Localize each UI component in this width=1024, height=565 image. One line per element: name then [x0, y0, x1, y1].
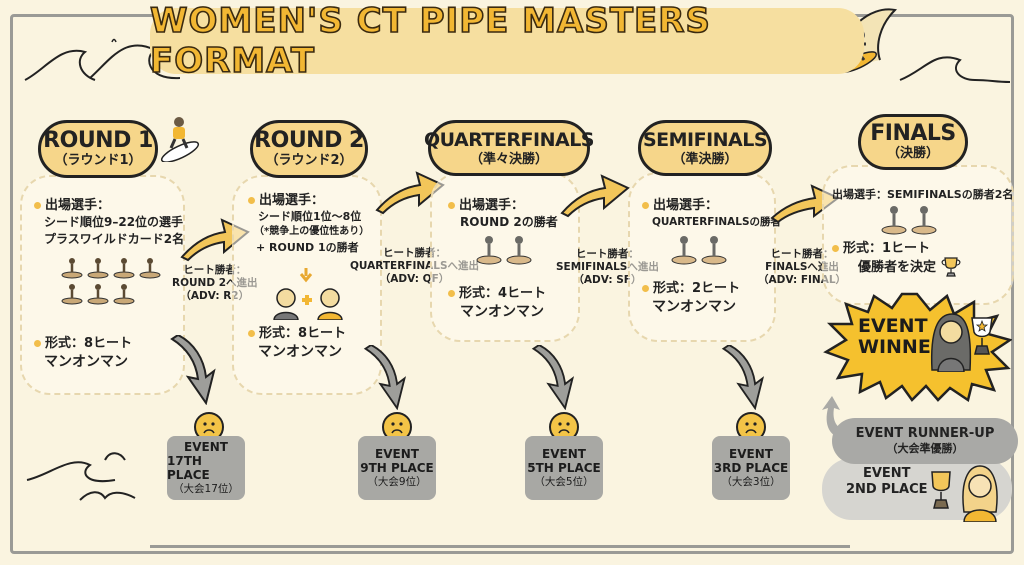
- surfer-icon: [160, 117, 200, 162]
- seeded-plus-winner-icon: [273, 268, 343, 320]
- quarterfinals-title: QUARTERFINALS: [424, 129, 595, 151]
- round-1-format-detail: マンオンマン: [44, 354, 128, 370]
- semifinals-format-detail: マンオンマン: [652, 299, 736, 315]
- round-1-participants-line: プラスワイルドカード2名: [44, 232, 185, 246]
- quarterfinals-panel: [430, 172, 580, 342]
- two-surfers-icon: [671, 236, 727, 265]
- winner-with-trophy-icon: [930, 313, 993, 372]
- bullet-dot: [642, 202, 649, 209]
- semifinals-title: SEMIFINALS: [642, 129, 768, 151]
- event-runner-up-banner: EVENT RUNNER-UP （大会準優勝）: [832, 418, 1018, 464]
- quarterfinals-format-label: 形式：4ヒート: [448, 285, 546, 302]
- eliminated-arrow-icon: [170, 335, 216, 405]
- two-surfers-icon: [881, 206, 937, 235]
- round-2-participants-line: シード順位1位～8位: [258, 210, 362, 223]
- quarterfinals-participants-label: 出場選手：: [448, 197, 524, 214]
- semifinals-format-label: 形式：2ヒート: [642, 280, 740, 297]
- round-2-format-label: 形式：8ヒート: [248, 325, 346, 342]
- round-1-panel: [20, 175, 185, 395]
- runner-up-title: EVENT RUNNER-UP: [855, 426, 995, 441]
- page-title: WOMEN'S CT PIPE MASTERS FORMAT: [149, 0, 711, 82]
- semifinals-participants-line: QUARTERFINALSの勝者: [652, 216, 782, 228]
- semifinals-subtitle: （準決勝）: [672, 152, 738, 167]
- round-1-participants-line: シード順位9–22位の選手: [44, 215, 184, 229]
- round-2-header: ROUND 2 （ラウンド2）: [250, 120, 368, 178]
- round-2-subtitle: （ラウンド2）: [265, 153, 353, 168]
- finals-format-label: 形式：1ヒート: [832, 240, 930, 257]
- finals-header: FINALS （決勝）: [858, 114, 968, 170]
- bullet-dot: [248, 330, 255, 337]
- eliminated-arrow-icon: [363, 345, 407, 410]
- runner-up-subtitle: （大会準優勝）: [886, 442, 964, 455]
- bullet-dot: [34, 202, 41, 209]
- bullet-dot: [832, 245, 839, 252]
- quarterfinals-participants-line: ROUND 2の勝者: [460, 215, 558, 229]
- trophy-icon: [941, 257, 961, 277]
- finals-title: FINALS: [870, 121, 956, 146]
- finals-subtitle: （決勝）: [886, 146, 939, 161]
- round-2-participants-line: （*競争上の優位性あり）: [254, 226, 370, 237]
- finals-panel: [822, 165, 1014, 305]
- semifinals-participants-label: 出場選手：: [642, 197, 718, 214]
- round-1-subtitle: （ラウンド1）: [54, 153, 142, 168]
- wave-top-right-icon: [899, 56, 1011, 83]
- eliminated-arrow-icon: [531, 345, 575, 410]
- two-surfers-icon: [476, 236, 532, 265]
- runner-up-curved-arrow-icon: [822, 396, 850, 440]
- advance-arrow-icon: [560, 174, 630, 218]
- round-1-title: ROUND 1: [43, 128, 153, 153]
- wave-bottom-left-icon: [26, 452, 136, 501]
- semifinals-header: SEMIFINALS （準決勝）: [638, 120, 772, 176]
- round-2-participants-line: + ROUND 1の勝者: [256, 241, 359, 254]
- quarterfinals-format-detail: マンオンマン: [460, 304, 544, 320]
- bottom-divider: [150, 545, 850, 548]
- round-2-title: ROUND 2: [254, 128, 364, 153]
- quarterfinals-subtitle: （準々決勝）: [469, 152, 548, 167]
- bullet-dot: [448, 290, 455, 297]
- bullet-dot: [34, 340, 41, 347]
- round-2-participants-label: 出場選手：: [248, 192, 324, 209]
- finals-format-detail: 優勝者を決定: [858, 260, 937, 275]
- surfer-group-icon: [61, 258, 161, 305]
- semifinals-panel: [628, 172, 776, 342]
- quarterfinals-header: QUARTERFINALS （準々決勝）: [424, 120, 595, 176]
- bullet-dot: [248, 197, 255, 204]
- round-2-format-detail: マンオンマン: [258, 344, 342, 360]
- bullet-dot: [642, 285, 649, 292]
- round-1-participants-label: 出場選手：: [34, 197, 110, 214]
- round-1-header: ROUND 1 （ラウンド1）: [38, 120, 158, 178]
- runner-up-with-trophy-icon: [931, 465, 998, 522]
- round-1-format-label: 形式：8ヒート: [34, 335, 132, 352]
- finals-participants-label: 出場選手：SEMIFINALSの勝者2名: [832, 188, 1014, 201]
- eliminated-arrow-icon: [721, 345, 765, 410]
- title-banner: WOMEN'S CT PIPE MASTERS FORMAT: [149, 0, 864, 82]
- bullet-dot: [448, 202, 455, 209]
